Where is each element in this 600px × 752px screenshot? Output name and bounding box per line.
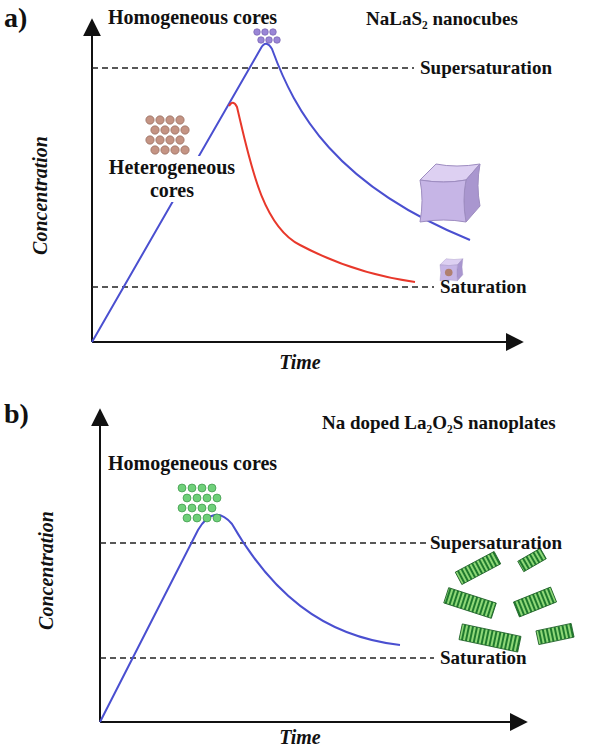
label: Na doped La₂O₂S nanoplates [322,412,556,434]
homogeneous-cores-dots [178,484,221,522]
label: Supersaturation [420,57,552,79]
label: a) [4,2,27,34]
heterogeneous-cores-dots [146,116,189,154]
x-axis [92,341,522,343]
label: b) [4,398,29,430]
homogeneous-curve [92,44,470,342]
saturation-line [100,657,434,658]
axis-label: Concentration [35,511,58,630]
label: Saturation [440,276,527,298]
large-nanocube [420,164,480,222]
nanoplates [444,548,574,652]
heterogeneous-curve [229,103,415,282]
supersaturation-line [100,542,426,543]
saturation-line [92,286,434,287]
supersaturation-line [92,67,414,68]
label: Supersaturation [430,532,562,554]
label: Time [279,351,320,374]
label: Time [279,726,320,749]
label: Saturation [440,647,527,669]
x-axis [100,721,526,723]
homogeneous-cores-dots [254,29,281,44]
label: Heterogeneous cores [100,156,244,202]
homogeneous-curve [100,515,400,722]
axis-label: Concentration [29,136,52,255]
y-axis [99,410,101,722]
label: Homogeneous cores [108,452,277,475]
label: NaLaS₂ nanocubes [366,8,518,30]
label: Homogeneous cores [108,6,277,29]
